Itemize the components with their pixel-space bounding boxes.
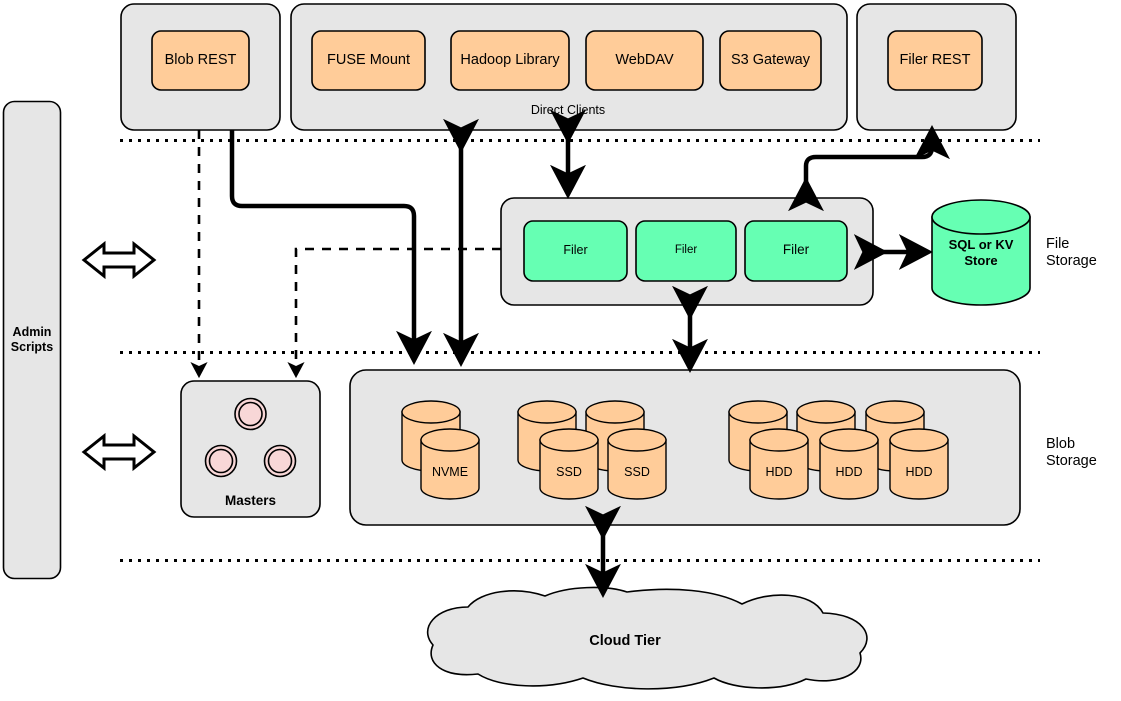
- connector-filer-to-masters: [287, 247, 501, 379]
- sql-or-kv-store-cylinder[interactable]: [931, 199, 1031, 306]
- client-node-webdav[interactable]: [585, 30, 704, 91]
- client-node-fuse-mount[interactable]: [311, 30, 426, 91]
- connector-blob-rest-to-volumes: [229, 130, 433, 366]
- ssd-cylinder-front-1: [539, 428, 599, 500]
- filer-node-3[interactable]: [744, 220, 848, 282]
- ssd-group[interactable]: [517, 400, 667, 500]
- hdd-cylinder-front-2: [819, 428, 879, 500]
- nvme-cylinder-front: [420, 428, 480, 500]
- filer-node-1[interactable]: [523, 220, 628, 282]
- admin-arrow-blob: [81, 432, 157, 472]
- client-node-filer-rest[interactable]: [887, 30, 983, 91]
- cloud-tier-shape[interactable]: [427, 586, 868, 690]
- client-node-hadoop-library[interactable]: [450, 30, 570, 91]
- admin-scripts-box[interactable]: [2, 100, 62, 580]
- hdd-group[interactable]: [728, 400, 949, 500]
- ssd-cylinder-front-2: [607, 428, 667, 500]
- hdd-cylinder-front-1: [749, 428, 809, 500]
- master-node-1: [234, 397, 267, 431]
- hdd-cylinder-front-3: [889, 428, 949, 500]
- master-node-2: [204, 444, 238, 478]
- client-node-blob-rest[interactable]: [151, 30, 250, 91]
- client-node-s3-gateway[interactable]: [719, 30, 822, 91]
- masters-box[interactable]: [180, 380, 321, 518]
- admin-arrow-file: [81, 240, 157, 280]
- filer-node-2[interactable]: [635, 220, 737, 282]
- nvme-group[interactable]: [401, 400, 480, 500]
- master-node-3: [263, 444, 297, 478]
- connector-filer-rest-to-filer: [787, 124, 950, 212]
